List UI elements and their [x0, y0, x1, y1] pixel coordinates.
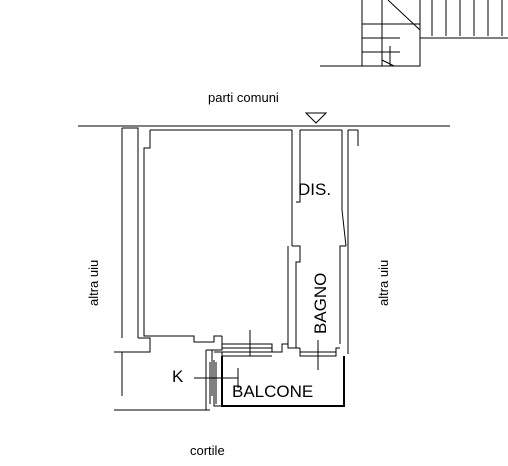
- room-dis: DIS.: [298, 180, 331, 199]
- label-altra-uiu-left: altra uiu: [86, 260, 101, 306]
- staircase: [320, 0, 508, 67]
- right-wall: [287, 129, 359, 354]
- balcony-outline: [194, 356, 345, 407]
- room-balcone: BALCONE: [232, 382, 313, 401]
- kitchen-walls: [180, 330, 340, 410]
- label-parti-comuni: parti comuni: [208, 90, 279, 105]
- label-cortile: cortile: [190, 443, 225, 458]
- label-altra-uiu-right: altra uiu: [376, 260, 391, 306]
- room-bagno: BAGNO: [311, 273, 330, 334]
- room-k: K: [172, 367, 184, 386]
- left-wall: [122, 127, 292, 353]
- entrance-marker: [304, 112, 328, 124]
